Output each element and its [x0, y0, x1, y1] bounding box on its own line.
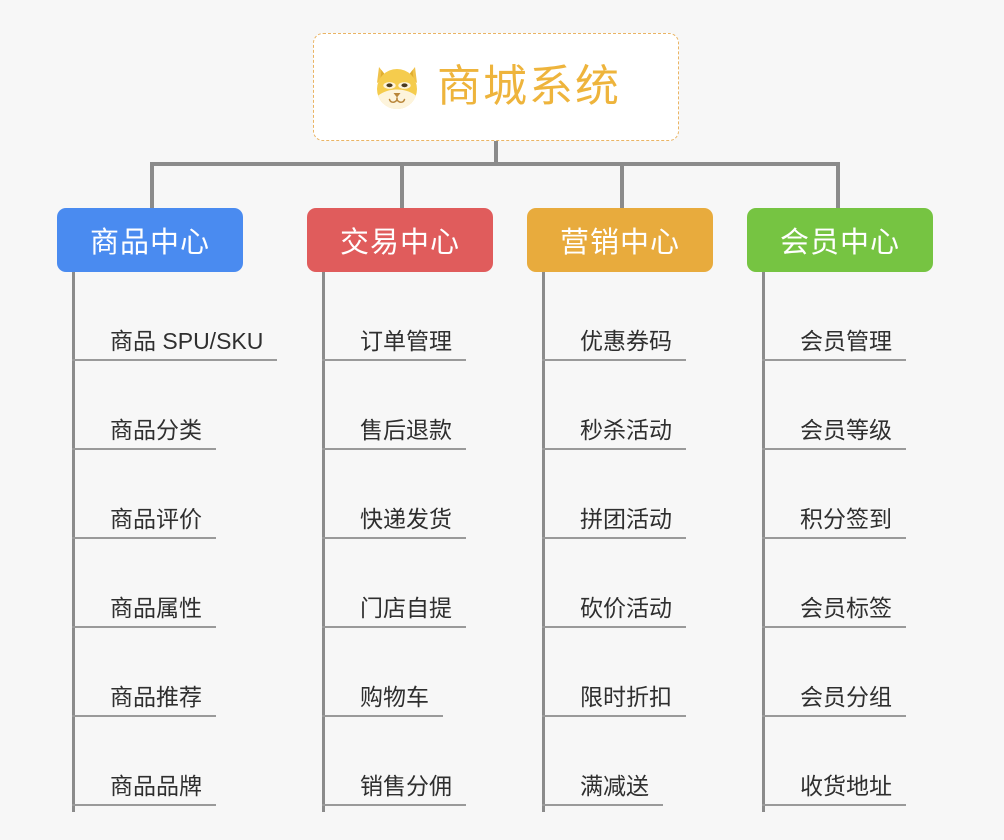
- leaf-item-label: 拼团活动: [580, 506, 672, 532]
- leaf-item-underline: [542, 626, 686, 628]
- category-box-marketing-center[interactable]: 营销中心: [527, 208, 713, 272]
- leaf-item-underline: [72, 804, 216, 806]
- leaf-item[interactable]: 积分签到: [762, 450, 906, 539]
- leaf-item[interactable]: 会员等级: [762, 361, 906, 450]
- leaf-item[interactable]: 售后退款: [322, 361, 466, 450]
- leaf-item-underline: [72, 359, 277, 361]
- leaf-item[interactable]: 限时折扣: [542, 628, 686, 717]
- leaf-item-underline: [322, 359, 466, 361]
- leaf-item-underline: [762, 448, 906, 450]
- leaf-item-underline: [762, 715, 906, 717]
- category-box-member-center[interactable]: 会员中心: [747, 208, 933, 272]
- leaf-item[interactable]: 商品分类: [72, 361, 216, 450]
- leaf-item[interactable]: 快递发货: [322, 450, 466, 539]
- leaf-item-underline: [322, 626, 466, 628]
- leaf-item-label: 会员分组: [800, 684, 892, 710]
- leaf-item-label: 销售分佣: [360, 773, 452, 799]
- category-label: 营销中心: [559, 227, 680, 259]
- leaf-item-label: 会员标签: [800, 595, 892, 621]
- leaf-item[interactable]: 优惠券码: [542, 272, 686, 361]
- leaf-item-underline: [322, 804, 466, 806]
- root-node-mall-system[interactable]: 商城系统: [313, 33, 679, 141]
- connector-root-stem: [494, 141, 498, 164]
- connector-drop-2: [400, 162, 404, 209]
- connector-drop-1: [150, 162, 154, 209]
- leaf-item[interactable]: 收货地址: [762, 717, 906, 806]
- leaf-item-underline: [542, 537, 686, 539]
- leaf-item-label: 商品属性: [110, 595, 202, 621]
- leaf-item-label: 限时折扣: [580, 684, 672, 710]
- leaf-item-underline: [72, 448, 216, 450]
- leaf-item-label: 商品分类: [110, 417, 202, 443]
- leaf-item-underline: [542, 359, 686, 361]
- leaf-item-label: 售后退款: [360, 417, 452, 443]
- leaf-item[interactable]: 销售分佣: [322, 717, 466, 806]
- leaf-item-label: 会员管理: [800, 328, 892, 354]
- leaf-item-label: 会员等级: [800, 417, 892, 443]
- leaf-item-underline: [762, 359, 906, 361]
- leaf-item[interactable]: 砍价活动: [542, 539, 686, 628]
- leaf-item-label: 购物车: [360, 684, 429, 710]
- leaf-item[interactable]: 商品 SPU/SKU: [72, 272, 277, 361]
- leaf-item[interactable]: 商品品牌: [72, 717, 216, 806]
- shiba-dog-face-icon: [371, 61, 423, 113]
- leaf-item-underline: [322, 448, 466, 450]
- category-box-trade-center[interactable]: 交易中心: [307, 208, 493, 272]
- leaf-item-label: 商品评价: [110, 506, 202, 532]
- leaf-item-label: 订单管理: [360, 328, 452, 354]
- leaf-item[interactable]: 会员标签: [762, 539, 906, 628]
- leaf-item-underline: [322, 715, 443, 717]
- leaf-item-label: 砍价活动: [580, 595, 672, 621]
- connector-drop-3: [620, 162, 624, 209]
- leaf-item-underline: [762, 804, 906, 806]
- category-label: 商品中心: [89, 227, 210, 259]
- leaf-item[interactable]: 满减送: [542, 717, 663, 806]
- category-label: 会员中心: [779, 227, 900, 259]
- leaf-item-label: 优惠券码: [580, 328, 672, 354]
- leaf-item[interactable]: 拼团活动: [542, 450, 686, 539]
- leaf-item-label: 积分签到: [800, 506, 892, 532]
- leaf-item-underline: [72, 626, 216, 628]
- leaf-item[interactable]: 秒杀活动: [542, 361, 686, 450]
- leaf-item-label: 商品推荐: [110, 684, 202, 710]
- leaf-item-label: 秒杀活动: [580, 417, 672, 443]
- leaf-item-label: 收货地址: [800, 773, 892, 799]
- leaf-item-underline: [542, 715, 686, 717]
- column-spine: [322, 272, 325, 812]
- root-title: 商城系统: [437, 62, 621, 111]
- leaf-item[interactable]: 订单管理: [322, 272, 466, 361]
- connector-horizontal-bus: [150, 162, 838, 166]
- leaf-item[interactable]: 门店自提: [322, 539, 466, 628]
- leaf-item-underline: [762, 537, 906, 539]
- category-box-product-center[interactable]: 商品中心: [57, 208, 243, 272]
- leaf-item-underline: [72, 537, 216, 539]
- leaf-item[interactable]: 商品属性: [72, 539, 216, 628]
- leaf-item[interactable]: 购物车: [322, 628, 443, 717]
- leaf-item[interactable]: 会员管理: [762, 272, 906, 361]
- leaf-item-underline: [542, 448, 686, 450]
- leaf-item-underline: [322, 537, 466, 539]
- leaf-item-underline: [72, 715, 216, 717]
- leaf-item-label: 门店自提: [360, 595, 452, 621]
- column-spine: [72, 272, 75, 812]
- column-spine: [542, 272, 545, 812]
- category-label: 交易中心: [339, 227, 460, 259]
- leaf-item-underline: [542, 804, 663, 806]
- leaf-item-label: 商品 SPU/SKU: [110, 328, 264, 354]
- leaf-item-underline: [762, 626, 906, 628]
- leaf-item-label: 快递发货: [360, 506, 452, 532]
- leaf-item[interactable]: 商品推荐: [72, 628, 216, 717]
- leaf-item[interactable]: 商品评价: [72, 450, 216, 539]
- leaf-item-label: 商品品牌: [110, 773, 202, 799]
- leaf-item[interactable]: 会员分组: [762, 628, 906, 717]
- leaf-item-label: 满减送: [580, 773, 649, 799]
- column-spine: [762, 272, 765, 812]
- connector-drop-4: [836, 162, 840, 209]
